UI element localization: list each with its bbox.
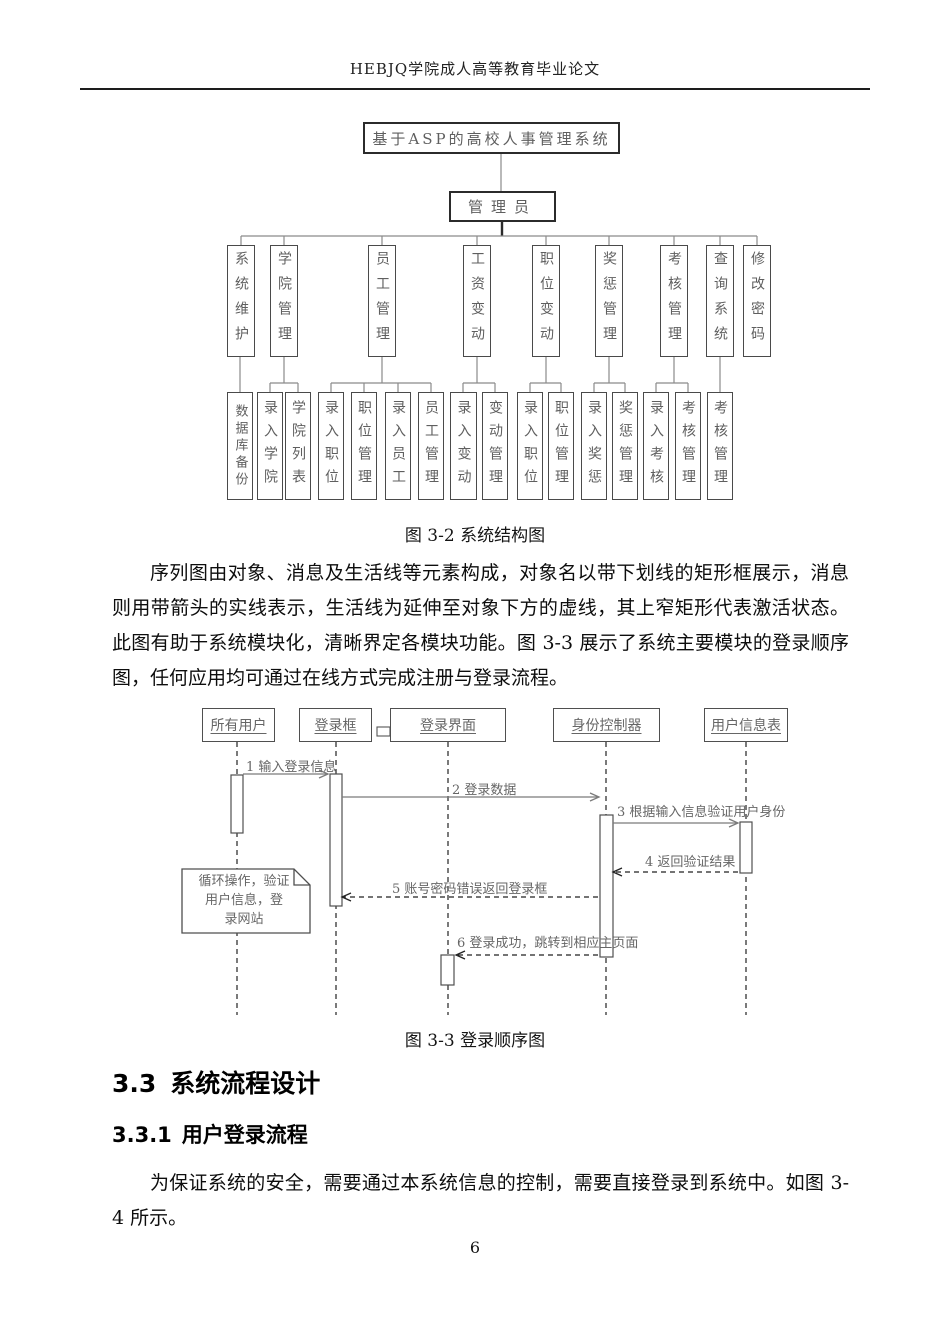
org-node-l3: 职位管理 [548,392,574,500]
page-number: 6 [469,1238,481,1257]
org-node-l3: 考核管理 [707,392,733,500]
seq-message-label: 3 根据输入信息验证用户身份 [617,805,786,820]
org-root-label: 基于ASP的高校人事管理系统 [372,129,611,148]
org-node-l2: 工资变动 [463,245,491,357]
org-node-label: 修改密码 [749,251,765,351]
org-admin-box: 管理员 [449,191,556,222]
seq-message-label: 4 返回验证结果 [645,855,736,870]
org-root-box: 基于ASP的高校人事管理系统 [363,122,620,154]
org-node-label: 录入奖惩 [586,400,602,492]
org-node-label: 录入变动 [455,400,472,492]
body-paragraph: 为保证系统的安全，需要通过本系统信息的控制，需要直接登录到系统中。如图 3-4 … [112,1172,849,1229]
figure-caption-3-3: 图 3-3 登录顺序图 [404,1031,546,1051]
org-node-l2: 考核管理 [660,245,688,357]
section-heading-3-3-1: 3.3.1 用户登录流程 [112,1119,308,1149]
org-node-label: 录入员工 [390,400,406,492]
seq-message-label: 6 登录成功，跳转到相应主页面 [457,936,639,951]
org-node-l3: 员工管理 [418,392,444,500]
org-node-l3: 考核管理 [675,392,701,500]
org-node-label: 职位管理 [356,400,372,492]
org-node-l2: 修改密码 [743,245,771,357]
org-node-l3: 录入变动 [450,392,477,500]
seq-message-label: 5 账号密码错误返回登录框 [392,882,548,897]
org-node-label: 查询系统 [712,251,728,351]
org-node-label: 职位管理 [553,400,569,492]
org-node-l3: 录入员工 [385,392,411,500]
seq-note-text: 循环操作，验证 用户信息，登 录网站 [198,874,290,927]
org-admin-label: 管理员 [467,198,537,216]
org-node-label: 考核管理 [680,400,696,492]
org-node-l3: 录入职位 [318,392,344,500]
org-node-l3: 录入考核 [643,392,669,500]
org-node-label: 职位变动 [538,251,554,351]
org-node-label: 学院列表 [290,400,306,492]
org-node-l3: 职位管理 [351,392,377,500]
seq-object-box: 身份控制器 [553,708,660,742]
section-number: 3.3 [112,1069,157,1098]
org-node-l3: 录入奖惩 [581,392,607,500]
org-node-l3: 录入职位 [517,392,543,500]
org-node-label: 学院管理 [276,251,292,351]
org-node-label: 工资变动 [469,251,485,351]
org-node-l2: 奖惩管理 [595,245,623,357]
seq-object-box: 所有用户 [202,708,275,742]
org-node-label: 录入学院 [262,400,278,492]
org-node-l3: 数据库备份 [227,392,253,500]
org-node-label: 奖惩管理 [617,400,633,492]
org-node-label: 员工管理 [423,400,439,492]
org-node-l2: 学院管理 [270,245,298,357]
figure-caption-3-2: 图 3-2 系统结构图 [404,526,546,546]
org-node-l2: 系统维护 [227,245,255,357]
org-node-l2: 职位变动 [532,245,560,357]
section-number: 3.3.1 [112,1123,172,1147]
body-paragraph: 序列图由对象、消息及生活线等元素构成，对象名以带下划线的矩形框展示，消息则用带箭… [112,562,849,689]
org-node-l3: 变动管理 [482,392,508,500]
org-node-label: 变动管理 [487,400,503,492]
org-node-label: 考核管理 [666,251,682,351]
boundary-icon [376,726,391,737]
seq-object-label: 用户信息表 [711,718,781,734]
seq-object-label: 登录界面 [420,718,476,734]
org-node-l2: 查询系统 [706,245,734,357]
org-node-label: 奖惩管理 [601,251,617,351]
section-title: 用户登录流程 [181,1123,308,1147]
org-node-label: 录入考核 [648,400,664,492]
seq-message-label: 1 输入登录信息 [246,760,337,775]
org-node-l3: 录入学院 [257,392,283,500]
seq-object-box: 登录界面 [390,708,506,742]
seq-object-label: 所有用户 [210,718,267,734]
seq-object-label: 登录框 [314,718,357,734]
page-header-title: HEBJQ学院成人高等教育毕业论文 [349,60,601,78]
org-node-l3: 学院列表 [285,392,311,500]
org-node-label: 员工管理 [374,251,390,351]
seq-object-label: 身份控制器 [571,718,642,734]
org-node-l3: 奖惩管理 [612,392,638,500]
org-node-label: 录入职位 [323,400,339,492]
org-node-label: 录入职位 [522,400,538,492]
org-node-label: 系统维护 [233,251,249,351]
org-node-l2: 员工管理 [368,245,396,357]
seq-object-box: 用户信息表 [704,708,788,742]
section-title: 系统流程设计 [170,1069,321,1098]
seq-object-box: 登录框 [299,708,372,742]
org-node-label: 数据库备份 [232,403,248,489]
header-rule [80,88,870,90]
section-heading-3-3: 3.3 系统流程设计 [112,1064,320,1100]
seq-message-label: 2 登录数据 [452,783,517,798]
org-node-label: 考核管理 [712,400,728,492]
